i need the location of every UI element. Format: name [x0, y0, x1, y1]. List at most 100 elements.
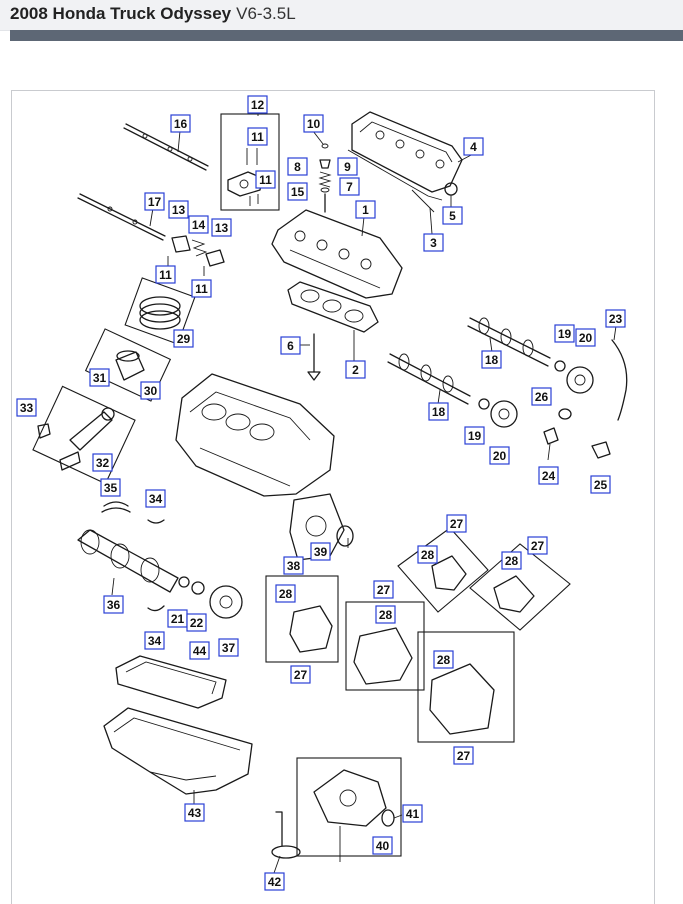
callout-number: 26 — [535, 390, 549, 404]
callout-number: 27 — [294, 668, 308, 682]
callout-33: 33 — [16, 398, 37, 417]
rocker-shaft-upper — [123, 123, 209, 171]
callout-number: 11 — [195, 282, 208, 296]
callout-number: 40 — [376, 839, 390, 853]
callout-25: 25 — [590, 475, 611, 494]
engine-block — [175, 373, 335, 497]
callout-42: 42 — [264, 872, 285, 891]
cylinder-head-cover — [347, 111, 463, 201]
callout-number: 28 — [505, 554, 519, 568]
crankshaft — [77, 529, 179, 593]
callout-number: 13 — [215, 221, 229, 235]
callout-1: 1 — [355, 200, 376, 219]
rocker-arm-assembly — [227, 148, 263, 206]
callout-number: 41 — [406, 807, 420, 821]
callout-number: 3 — [430, 236, 437, 250]
callout-number: 6 — [287, 339, 294, 353]
rod-bolt — [37, 423, 51, 439]
front-cover-right-part — [493, 575, 535, 613]
valve — [307, 333, 321, 381]
callout-number: 27 — [457, 749, 471, 763]
valve-spring-parts — [318, 143, 332, 213]
callout-34b: 34 — [144, 631, 165, 650]
callout-11d: 11 — [191, 279, 212, 298]
callout-number: 5 — [449, 209, 456, 223]
front-cover-left-part — [431, 555, 467, 591]
callout-number: 31 — [93, 371, 107, 385]
callout-11c: 11 — [155, 265, 176, 284]
callout-10: 10 — [303, 114, 324, 133]
cylinder-head — [271, 209, 403, 299]
box-oil-pump — [296, 757, 402, 857]
callout-28d: 28 — [375, 605, 396, 624]
callout-number: 39 — [314, 545, 328, 559]
callout-27c: 27 — [373, 580, 394, 599]
engine-label: V6-3.5L — [236, 4, 296, 23]
callout-number: 17 — [148, 195, 162, 209]
section-bar — [10, 30, 683, 41]
rear-cover-part — [429, 663, 495, 735]
callout-28e: 28 — [433, 650, 454, 669]
box-middle-cover — [345, 601, 425, 691]
callout-27a: 27 — [446, 514, 467, 533]
callout-15: 15 — [287, 182, 308, 201]
callout-36: 36 — [103, 595, 124, 614]
callout-number: 22 — [190, 616, 204, 630]
piston-rings — [124, 277, 196, 345]
callout-number: 32 — [96, 456, 110, 470]
callout-18a: 18 — [481, 350, 502, 369]
callout-number: 10 — [307, 117, 321, 131]
callout-20b: 20 — [489, 446, 510, 465]
cam-pulleys — [478, 360, 594, 428]
box-front-cover-left — [397, 527, 489, 613]
crank-pulley-parts — [178, 576, 243, 619]
callout-number: 30 — [144, 384, 158, 398]
callout-number: 29 — [177, 332, 191, 346]
callout-number: 8 — [294, 160, 301, 174]
callout-16: 16 — [170, 114, 191, 133]
callout-27e: 27 — [453, 746, 474, 765]
callout-20a: 20 — [575, 328, 596, 347]
callout-number: 42 — [268, 875, 282, 889]
callout-14: 14 — [188, 215, 209, 234]
oil-strainer — [271, 811, 301, 859]
head-gasket — [287, 281, 379, 333]
middle-cover-part — [353, 627, 413, 685]
callout-37: 37 — [218, 638, 239, 657]
callout-22: 22 — [186, 613, 207, 632]
callout-number: 27 — [450, 517, 464, 531]
callout-number: 34 — [148, 634, 162, 648]
callout-38: 38 — [283, 556, 304, 575]
callout-number: 19 — [558, 327, 572, 341]
timing-belt — [611, 339, 628, 421]
callout-4: 4 — [463, 137, 484, 156]
callout-28c: 28 — [275, 584, 296, 603]
camshaft-lower — [387, 353, 471, 405]
box-lower-cover — [265, 575, 339, 663]
callout-number: 9 — [344, 160, 351, 174]
callout-27b: 27 — [527, 536, 548, 555]
vehicle-title: 2008 Honda Truck Odyssey — [10, 4, 232, 23]
callout-35: 35 — [100, 478, 121, 497]
callout-19b: 19 — [464, 426, 485, 445]
callout-41: 41 — [402, 804, 423, 823]
callout-5: 5 — [442, 206, 463, 225]
callout-number: 12 — [251, 98, 265, 112]
rocker-arms-lower — [167, 235, 225, 276]
callout-number: 16 — [174, 117, 188, 131]
callout-18b: 18 — [428, 402, 449, 421]
piston — [84, 328, 172, 402]
callout-number: 34 — [149, 492, 163, 506]
callout-11b: 11 — [255, 170, 276, 189]
callout-number: 14 — [192, 218, 206, 232]
connecting-rod — [32, 385, 136, 485]
callout-11a: 11 — [247, 127, 268, 146]
leader-lines — [111, 111, 617, 874]
callout-number: 13 — [172, 203, 186, 217]
callout-26: 26 — [531, 387, 552, 406]
callout-number: 18 — [432, 405, 446, 419]
oil-pan — [103, 707, 253, 795]
callout-number: 27 — [377, 583, 391, 597]
main-bearings — [101, 501, 165, 524]
callout-number: 43 — [188, 806, 202, 820]
